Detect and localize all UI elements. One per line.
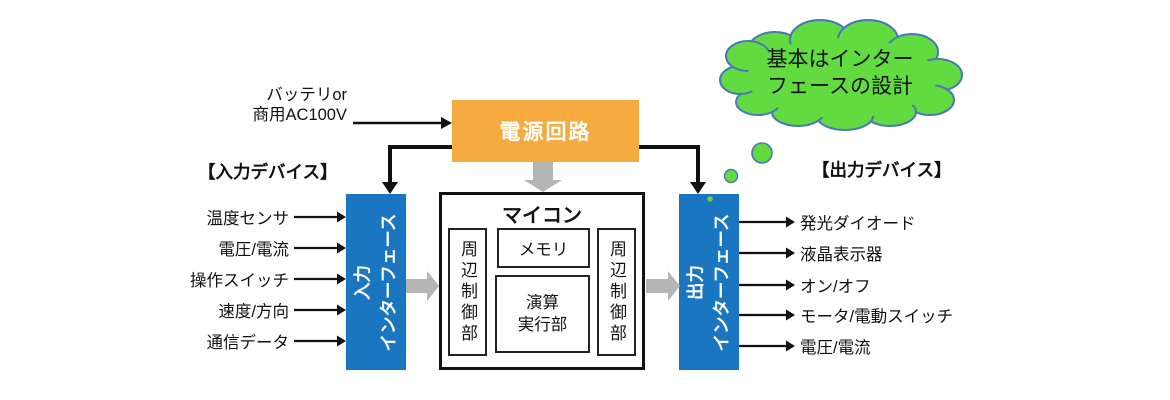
- output-device-row: 発光ダイオード: [739, 211, 916, 233]
- input-interface-line1: 入力: [352, 264, 373, 300]
- source-to-power-arrow: [353, 117, 452, 129]
- output-interface-label: 出力 インターフェース: [684, 213, 735, 351]
- output-device-label: オン/オフ: [800, 278, 871, 296]
- output-device-label: 電圧/電流: [800, 339, 871, 357]
- input-device-label: 操作スイッチ: [190, 272, 289, 290]
- input-device-row: 操作スイッチ: [160, 268, 346, 290]
- power-source-label: バッテリor 商用AC100V: [200, 85, 347, 125]
- arrow-right-icon: [294, 242, 346, 254]
- power-to-input-arrow: [382, 145, 452, 194]
- alu-line1: 演算: [526, 294, 559, 312]
- arrow-right-icon: [739, 340, 795, 352]
- alu-box: 演算 実行部: [495, 275, 590, 353]
- output-device-label: 液晶表示器: [800, 246, 883, 264]
- thought-bubble-text: 基本はインター フェースの設計: [745, 46, 935, 100]
- arrow-right-icon: [294, 335, 346, 347]
- input-interface-line2: インターフェース: [378, 212, 399, 352]
- peripheral-control-right-box: 周辺制御部: [597, 228, 636, 356]
- output-interface-line1: 出力: [685, 264, 706, 300]
- microcontroller-title: マイコン: [502, 205, 582, 227]
- power-source-line1: バッテリor: [266, 86, 347, 104]
- output-device-label: 発光ダイオード: [800, 215, 916, 233]
- input-device-label: 通信データ: [206, 334, 290, 352]
- input-device-row: 電圧/電流: [160, 237, 346, 259]
- power-to-micro-arrow: [524, 162, 562, 192]
- input-device-row: 温度センサ: [160, 206, 346, 228]
- arrow-right-icon: [294, 304, 346, 316]
- power-circuit-label: 電源回路: [499, 121, 592, 144]
- output-interface-line2: インターフェース: [711, 212, 732, 352]
- output-device-row: モータ/電動スイッチ: [739, 304, 953, 326]
- input-device-label: 温度センサ: [206, 210, 290, 228]
- arrow-right-icon: [739, 247, 795, 259]
- input-device-label: 電圧/電流: [218, 241, 289, 259]
- arrow-right-icon: [739, 279, 795, 291]
- power-source-line2: 商用AC100V: [252, 106, 347, 124]
- input-device-label: 速度/方向: [218, 303, 289, 321]
- power-to-output-arrow: [639, 145, 706, 194]
- input-interface-box: 入力 インターフェース: [346, 194, 406, 370]
- input-device-row: 速度/方向: [160, 299, 346, 321]
- micro-to-output-arrow: [646, 271, 680, 301]
- arrow-right-icon: [739, 309, 795, 321]
- bubble-trail-dot-medium: [723, 168, 739, 184]
- input-interface-label: 入力 インターフェース: [351, 213, 402, 351]
- arrow-right-icon: [739, 216, 795, 228]
- arrow-right-icon: [294, 273, 346, 285]
- bubble-trail-dot-large: [751, 142, 773, 164]
- power-circuit-box: 電源回路: [452, 100, 639, 162]
- thought-bubble-line1: 基本はインター: [766, 48, 914, 71]
- output-device-row: オン/オフ: [739, 274, 871, 296]
- output-devices-header: 【出力デバイス】: [812, 160, 952, 180]
- peripheral-control-left-box: 周辺制御部: [448, 228, 487, 356]
- output-device-row: 液晶表示器: [739, 242, 883, 264]
- input-devices-header: 【入力デバイス】: [198, 162, 338, 182]
- memory-box: メモリ: [497, 228, 590, 268]
- arrow-right-icon: [294, 211, 346, 223]
- input-device-row: 通信データ: [160, 330, 346, 352]
- alu-line2: 実行部: [517, 316, 568, 334]
- output-device-row: 電圧/電流: [739, 335, 871, 357]
- output-device-label: モータ/電動スイッチ: [800, 308, 954, 326]
- microcontroller-box: マイコン 周辺制御部 メモリ 演算 実行部 周辺制御部: [439, 192, 645, 370]
- input-to-micro-arrow: [406, 271, 439, 301]
- thought-bubble-line2: フェースの設計: [767, 75, 913, 98]
- output-interface-box: 出力 インターフェース: [679, 194, 739, 370]
